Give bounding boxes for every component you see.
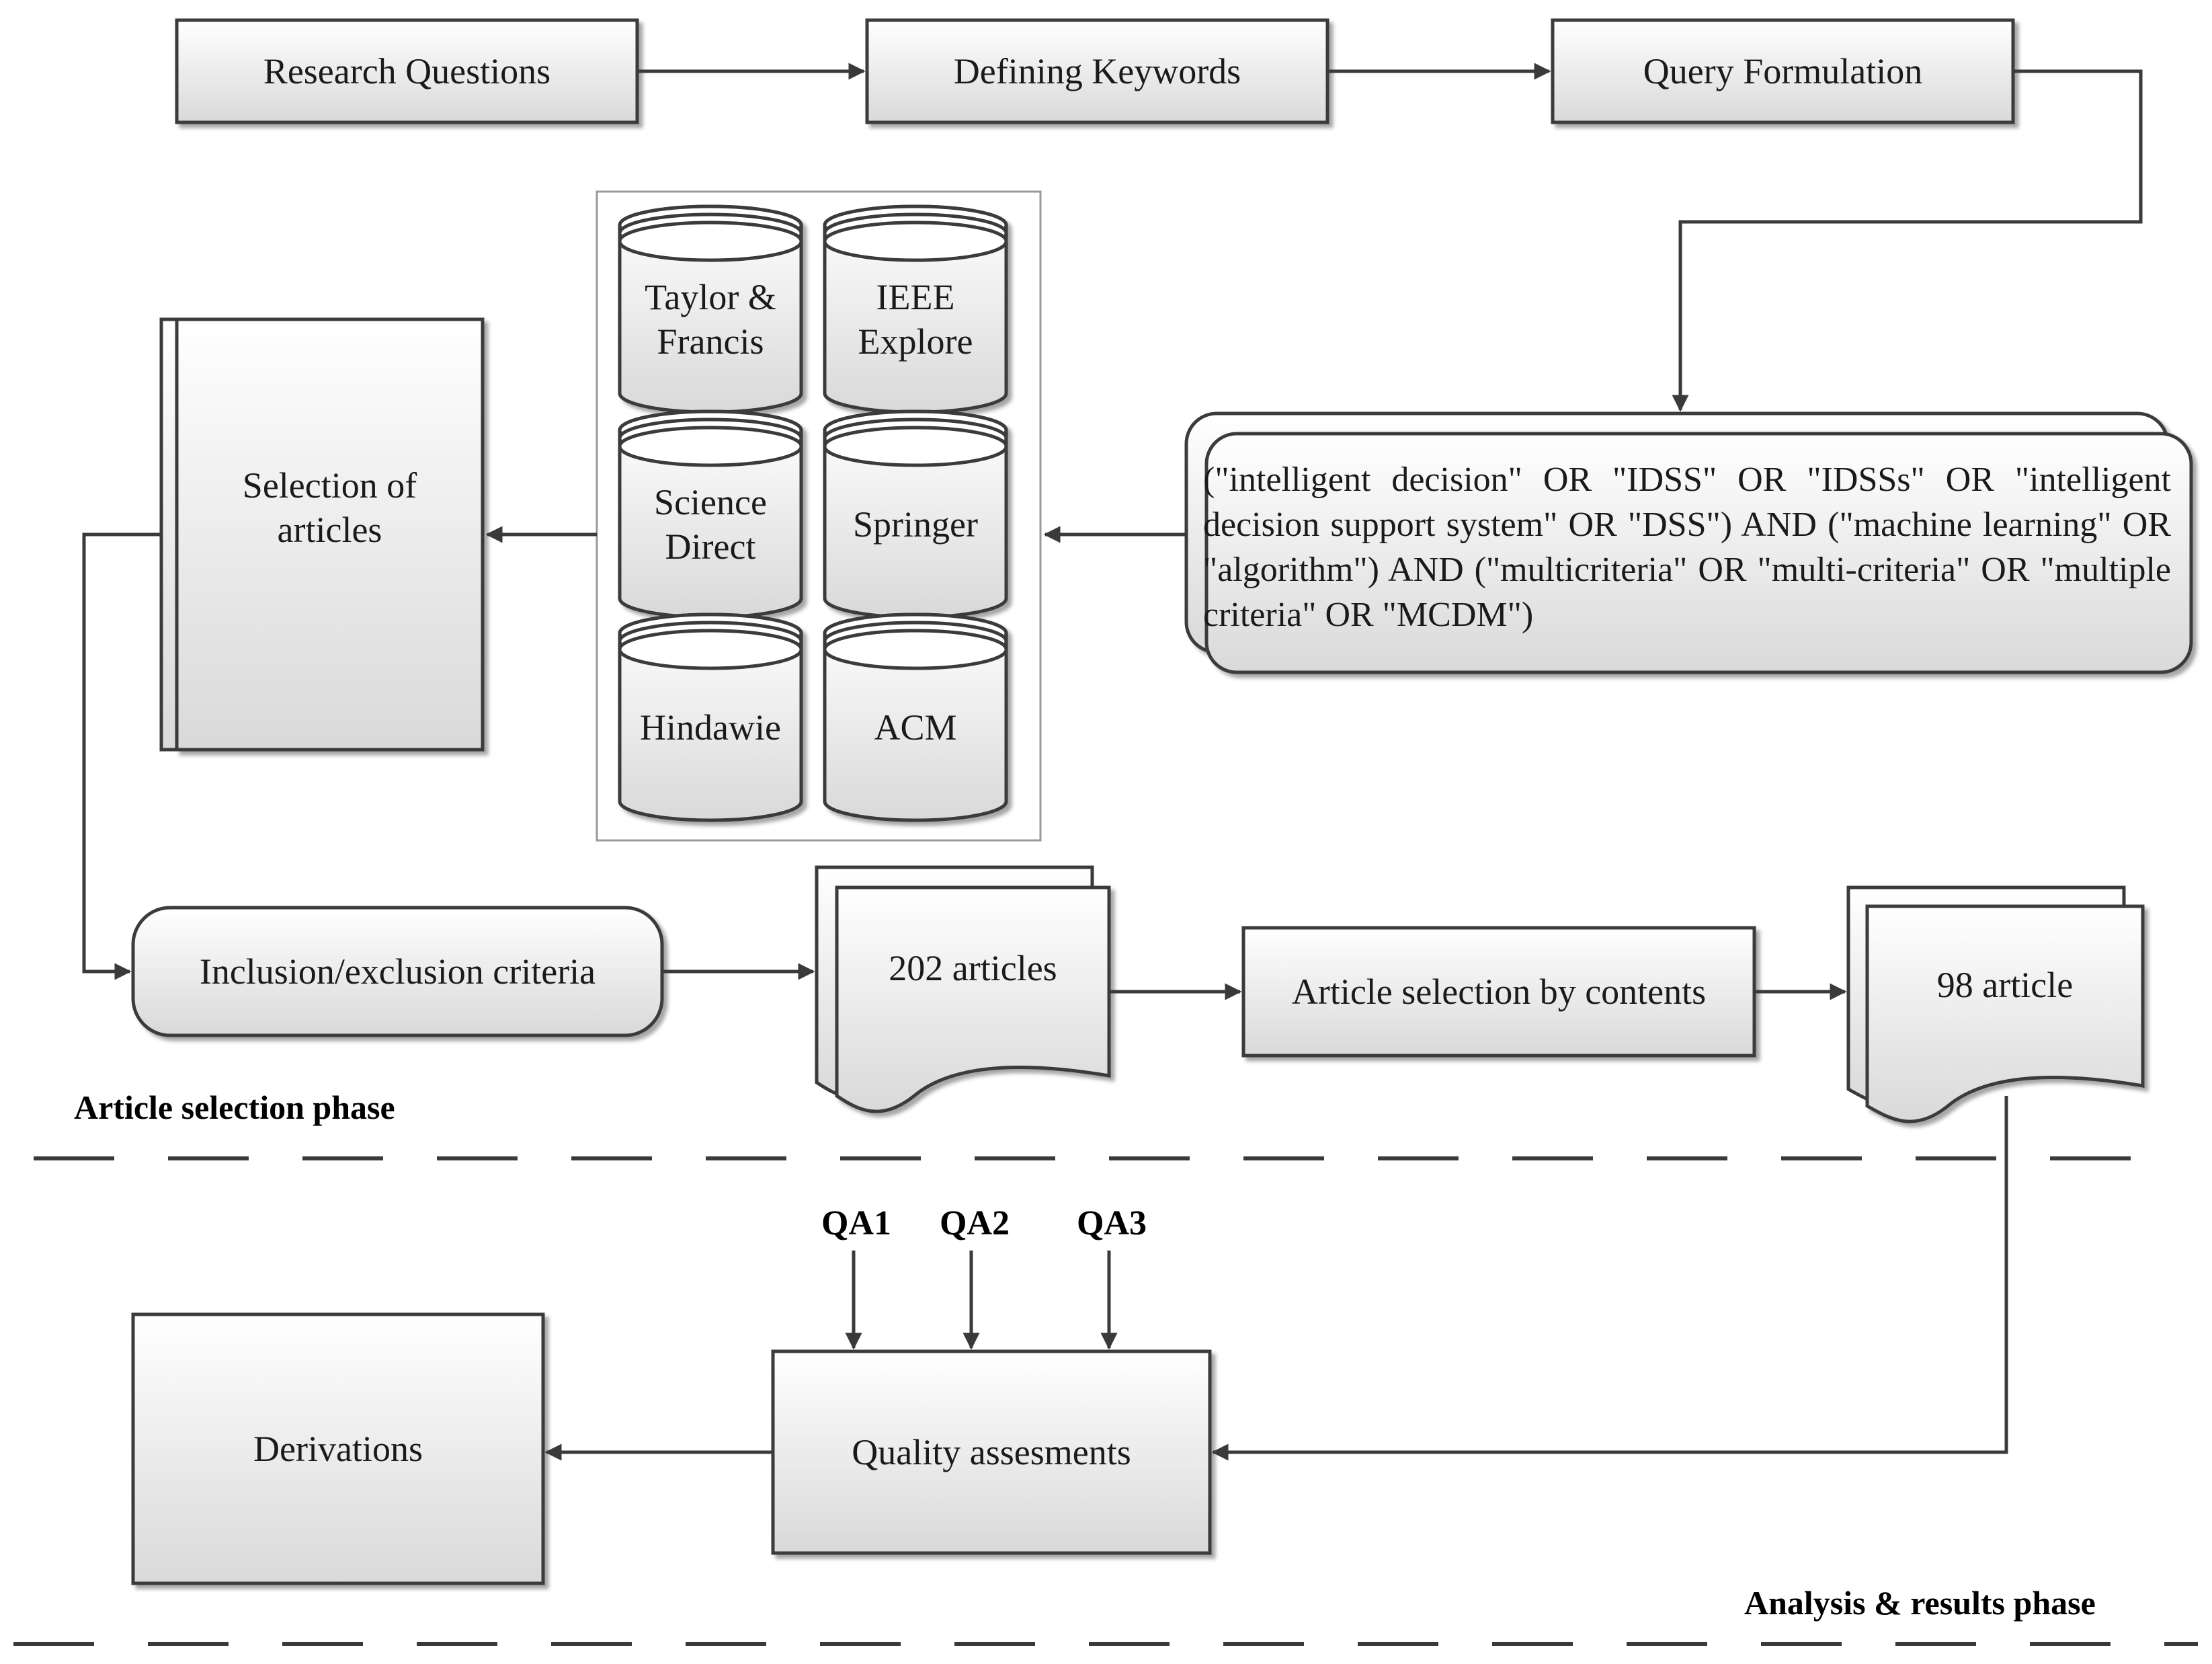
database-name-line2: Francis — [657, 321, 764, 362]
database-name-line1: ACM — [874, 707, 957, 748]
selection-label: Selection of articles — [177, 319, 483, 750]
database-cylinder — [823, 409, 1008, 619]
qa3-label: QA3 — [1077, 1204, 1147, 1242]
database-label: Hindawie — [620, 653, 801, 801]
defining-keywords-label: Defining Keywords — [953, 51, 1241, 91]
database-cylinder — [823, 204, 1008, 414]
doc-202-front — [835, 885, 1111, 1113]
inclusion-exclusion-label: Inclusion/exclusion criteria — [199, 951, 596, 992]
selection-box — [175, 317, 485, 752]
database-label: Taylor &Francis — [620, 245, 801, 393]
query-box-front — [1204, 432, 2193, 674]
query-formulation-label: Query Formulation — [1643, 51, 1923, 91]
database-cylinder — [823, 612, 1008, 822]
articles-98-label: 98 article — [1936, 965, 2074, 1005]
research-questions-label: Research Questions — [263, 51, 551, 91]
database-name-line1: Springer — [853, 504, 978, 545]
database-name-line1: Science — [654, 482, 767, 522]
article-selection-phase-label: Article selection phase — [74, 1088, 395, 1126]
query-formulation-box — [1551, 18, 2015, 124]
article-selection-box — [1241, 926, 1756, 1058]
defining-keywords-box — [865, 18, 1329, 124]
database-cylinder — [618, 409, 803, 619]
doc-98-front — [1865, 904, 2145, 1123]
database-name-line1: Taylor & — [645, 277, 776, 317]
research-questions-box — [175, 18, 639, 124]
query-string: ("intelligent decision" OR "IDSS" OR "ID… — [1203, 461, 2171, 634]
database-name-line1: Hindawie — [640, 707, 781, 748]
database-name-line2: Direct — [665, 526, 756, 567]
arrow-query-to-text — [1672, 69, 2143, 412]
selection-label-line1: Selection of — [242, 465, 417, 506]
article-selection-label: Article selection by contents — [1291, 972, 1707, 1012]
arrow-selection-to-inclusion — [82, 532, 161, 980]
quality-assessments-label: Quality assesments — [852, 1432, 1131, 1472]
selection-label-line2: articles — [277, 510, 382, 550]
quality-assessments-box — [771, 1349, 1212, 1555]
articles-202-label: 202 articles — [889, 948, 1057, 988]
analysis-results-phase-label: Analysis & results phase — [1744, 1584, 2096, 1622]
derivations-label: Derivations — [253, 1429, 423, 1469]
qa1-label: QA1 — [821, 1204, 891, 1242]
database-label: Springer — [825, 450, 1006, 598]
arrow-98-to-quality — [1211, 1096, 2008, 1461]
database-name-line1: IEEE — [876, 277, 955, 317]
database-cylinder — [618, 612, 803, 822]
derivations-box — [131, 1312, 545, 1585]
qa2-label: QA2 — [940, 1204, 1010, 1242]
database-label: ACM — [825, 653, 1006, 801]
database-name-line2: Explore — [858, 321, 973, 362]
database-cylinder — [618, 204, 803, 414]
